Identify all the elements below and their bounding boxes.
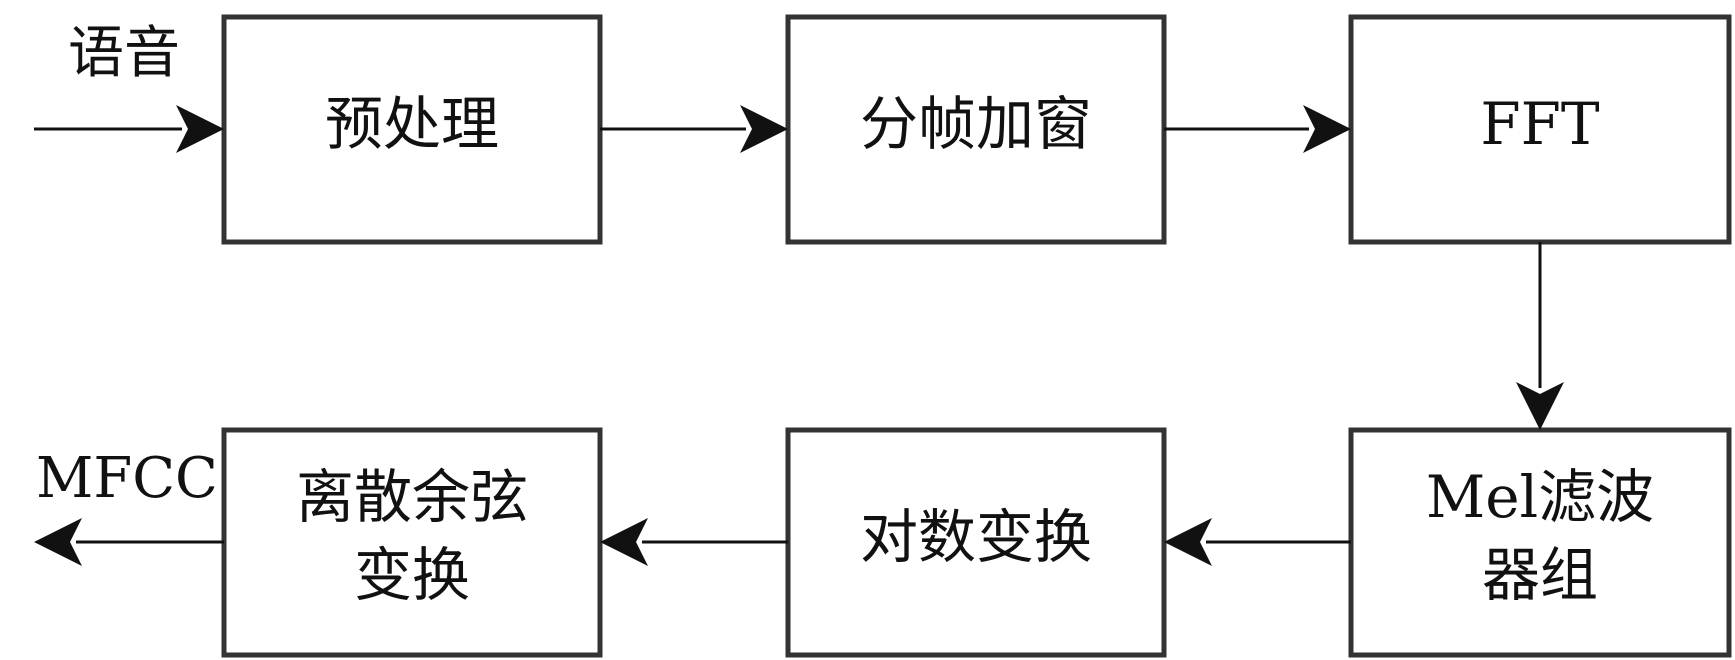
preprocess-box: 预处理: [221, 14, 603, 245]
fft-box: FFT: [1348, 14, 1732, 245]
framing-windowing-box: 分帧加窗: [785, 14, 1167, 245]
framing-to-fft-arrow: [1164, 105, 1351, 153]
preprocess-label: 预处理: [325, 90, 499, 158]
log-to-dct-arrow: [600, 518, 788, 566]
input-arrow: [34, 105, 224, 153]
mel-filterbank-label-line1: Mel滤波: [1426, 463, 1654, 531]
dct-box: 离散余弦 变换: [221, 427, 603, 658]
dct-label-line2: 变换: [354, 541, 470, 609]
mel-to-log-arrow: [1164, 518, 1351, 566]
dct-label-line1: 离散余弦: [296, 463, 528, 531]
log-transform-box: 对数变换: [785, 427, 1167, 658]
preprocess-to-framing-arrow: [600, 105, 788, 153]
input-label: 语音: [68, 21, 180, 86]
framing-windowing-label: 分帧加窗: [860, 90, 1092, 158]
output-label: MFCC: [36, 446, 218, 511]
fft-label: FFT: [1480, 90, 1599, 158]
mel-filterbank-label-line2: 器组: [1482, 541, 1598, 609]
mel-filterbank-box: Mel滤波 器组: [1348, 427, 1732, 658]
fft-to-mel-arrow: [1516, 242, 1564, 430]
log-transform-label: 对数变换: [860, 503, 1092, 571]
output-arrow: [34, 518, 224, 566]
